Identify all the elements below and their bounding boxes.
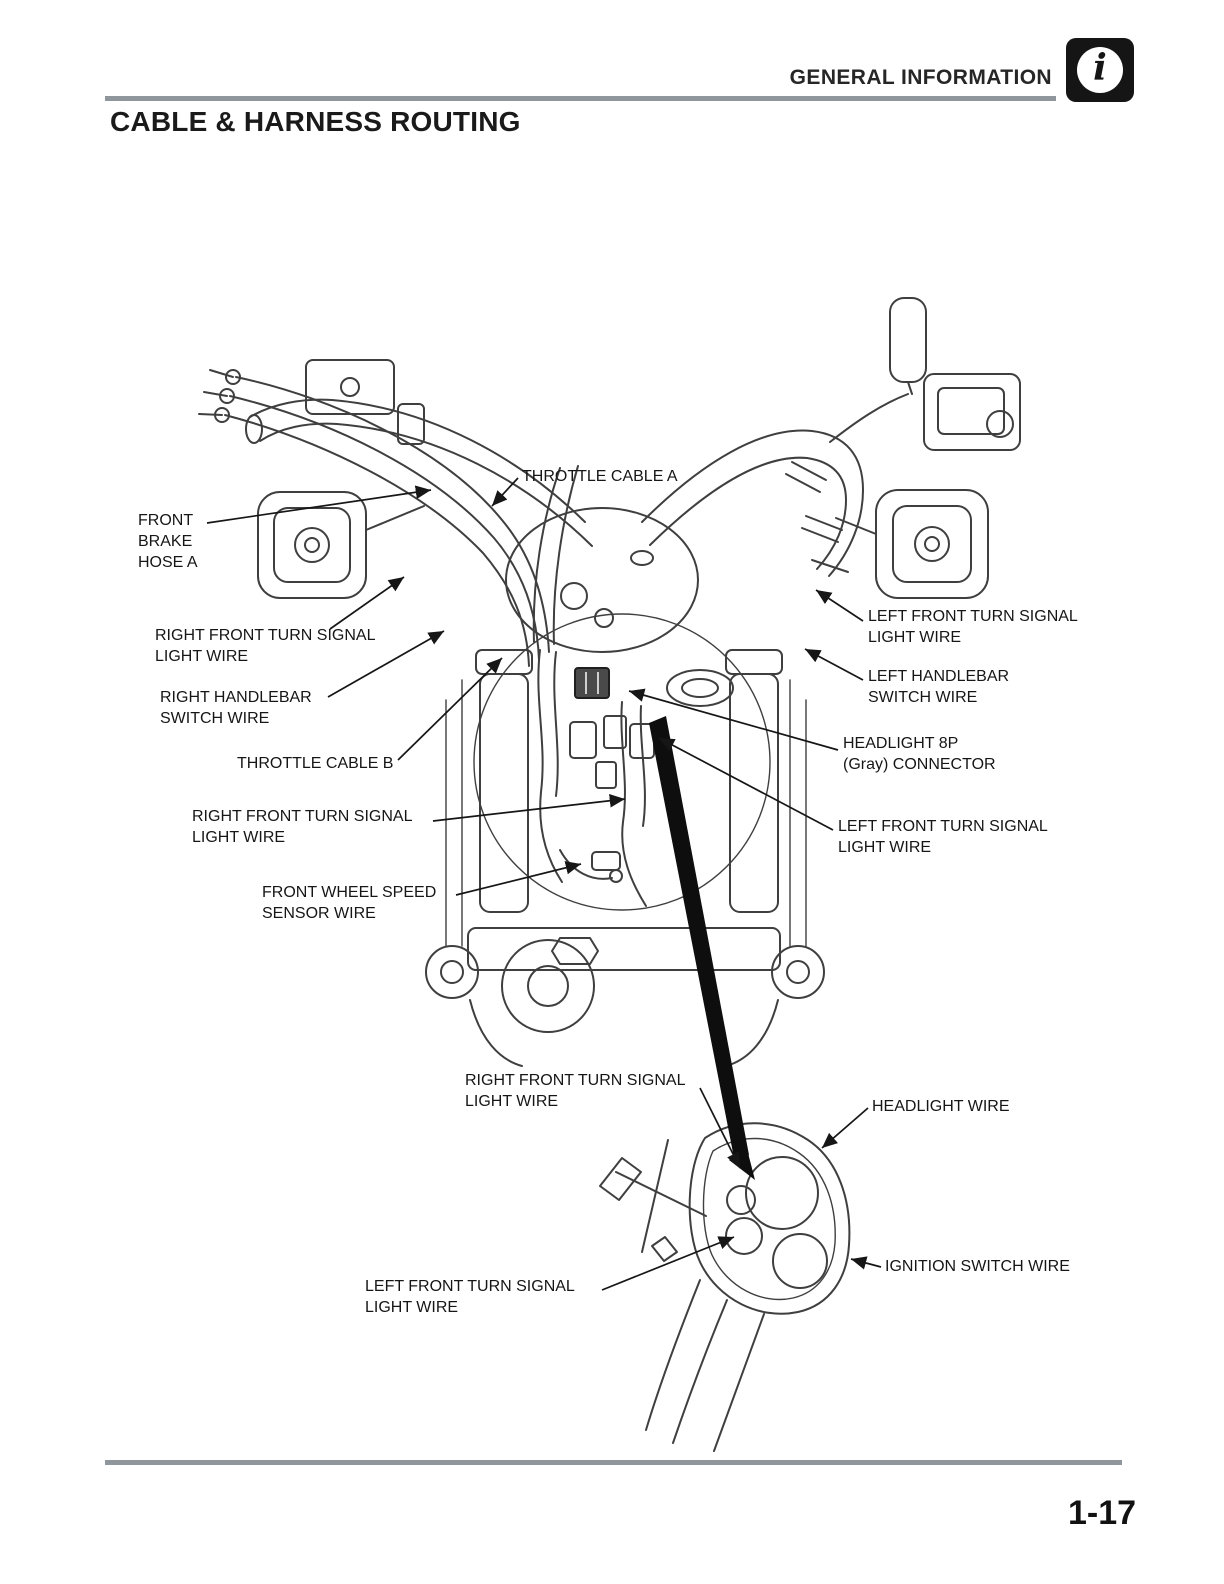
page-number: 1-17 — [1068, 1494, 1137, 1532]
info-icon-ring: i — [1077, 47, 1123, 93]
detail-view-art — [599, 1122, 851, 1452]
label-throttle-cable-a: THROTTLE CABLE A — [522, 468, 678, 485]
label-left-front-turn-signal-light-wire-1: LEFT FRONT TURN SIGNAL LIGHT WIRE — [868, 608, 1078, 647]
section-header: GENERAL INFORMATION — [789, 66, 1052, 89]
leader-lines — [206, 477, 882, 1291]
label-right-handlebar-switch-wire: RIGHT HANDLEBAR SWITCH WIRE — [160, 689, 312, 728]
info-icon: i — [1066, 38, 1134, 102]
label-throttle-cable-b: THROTTLE CABLE B — [237, 755, 394, 772]
page-title: CABLE & HARNESS ROUTING — [110, 106, 521, 137]
motorcycle-line-art — [198, 297, 1021, 1067]
header-rule — [105, 96, 1056, 101]
headlight-8p-connector-art — [574, 667, 610, 699]
label-left-front-turn-signal-light-wire-3: LEFT FRONT TURN SIGNAL LIGHT WIRE — [365, 1278, 575, 1317]
info-icon-glyph: i — [1093, 47, 1107, 89]
label-headlight-8p-gray-connector: HEADLIGHT 8P (Gray) CONNECTOR — [843, 735, 996, 774]
label-right-front-turn-signal-light-wire-1: RIGHT FRONT TURN SIGNAL LIGHT WIRE — [155, 627, 376, 666]
label-left-handlebar-switch-wire: LEFT HANDLEBAR SWITCH WIRE — [868, 668, 1010, 707]
label-front-brake-hose-a: FRONT BRAKE HOSE A — [138, 512, 198, 572]
label-headlight-wire: HEADLIGHT WIRE — [872, 1098, 1010, 1115]
label-right-front-turn-signal-light-wire-2: RIGHT FRONT TURN SIGNAL LIGHT WIRE — [192, 808, 413, 847]
label-ignition-switch-wire: IGNITION SWITCH WIRE — [885, 1258, 1070, 1275]
label-front-wheel-speed-sensor-wire: FRONT WHEEL SPEED SENSOR WIRE — [262, 884, 437, 923]
label-left-front-turn-signal-light-wire-2: LEFT FRONT TURN SIGNAL LIGHT WIRE — [838, 818, 1048, 857]
label-right-front-turn-signal-light-wire-3: RIGHT FRONT TURN SIGNAL LIGHT WIRE — [465, 1072, 686, 1111]
footer-rule — [105, 1460, 1122, 1465]
